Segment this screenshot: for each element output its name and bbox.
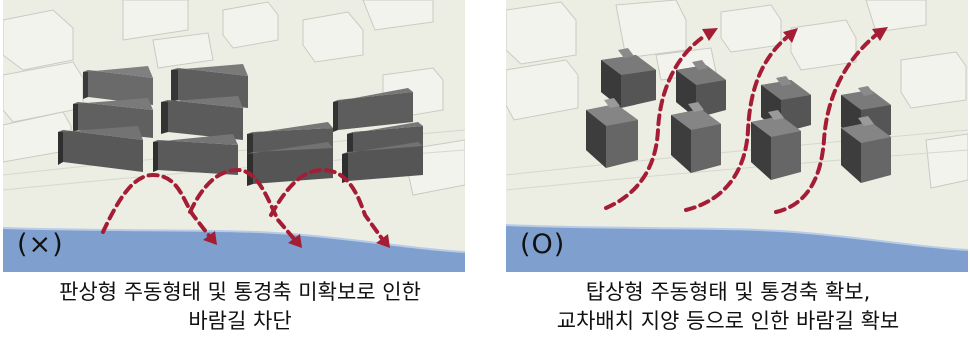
slab-building-11: [342, 142, 423, 183]
water-body: [506, 225, 968, 272]
background-buildings: [3, 0, 465, 196]
left-diagram-panel: (×): [3, 0, 465, 272]
slab-building-6: [153, 134, 238, 175]
wind-arrow-1: [101, 172, 212, 239]
tower-building-6: [671, 102, 721, 173]
arrowhead-3: [376, 234, 390, 248]
left-caption-line-1: 판상형 주동형태 및 통경축 미확보로 인한: [59, 280, 421, 304]
arrowhead-1: [702, 28, 718, 41]
tower-building-8: [841, 116, 891, 183]
wind-arrow-3: [774, 33, 878, 214]
tower-building-7: [751, 110, 801, 180]
right-caption-line-1: 탑상형 주동형태 및 통경축 확보,: [585, 280, 871, 304]
wind-arrow-2: [188, 167, 297, 242]
wind-arrowheads-blocked: [203, 231, 390, 248]
left-caption-line-2: 바람길 차단: [188, 309, 292, 333]
right-diagram-panel: (O): [506, 0, 968, 272]
wind-arrows-blocked: [101, 167, 385, 242]
tower-buildings: [586, 48, 891, 183]
wind-arrowheads-flowing: [702, 27, 888, 43]
tower-building-1: [601, 48, 656, 108]
wind-arrow-3: [269, 167, 385, 242]
right-caption-line-2: 교차배치 지양 등으로 인한 바람길 확보: [556, 309, 900, 333]
wind-arrows-flowing: [604, 33, 878, 214]
slab-building-4: [161, 96, 243, 140]
slab-building-1: [83, 66, 153, 105]
result-badge-good: (O): [520, 229, 566, 260]
arrowhead-2: [288, 234, 302, 248]
slab-buildings: [58, 64, 423, 186]
arrowhead-2: [783, 28, 798, 43]
ground-lines: [506, 129, 968, 191]
slab-building-scene: [3, 0, 465, 272]
background-buildings: [506, 0, 968, 189]
slab-building-5: [58, 126, 143, 172]
tower-building-5: [586, 98, 638, 168]
right-caption: 탑상형 주동형태 및 통경축 확보, 교차배치 지양 등으로 인한 바람길 확보: [488, 278, 968, 336]
wind-arrow-1: [604, 33, 708, 210]
wind-arrow-2: [684, 36, 788, 212]
tower-building-scene: [506, 0, 968, 272]
slab-building-9: [333, 88, 413, 132]
water-body: [3, 228, 465, 272]
arrowhead-1: [203, 231, 217, 245]
arrowhead-3: [872, 27, 888, 41]
result-badge-bad: (×): [17, 229, 64, 260]
left-caption: 판상형 주동형태 및 통경축 미확보로 인한 바람길 차단: [0, 278, 480, 336]
